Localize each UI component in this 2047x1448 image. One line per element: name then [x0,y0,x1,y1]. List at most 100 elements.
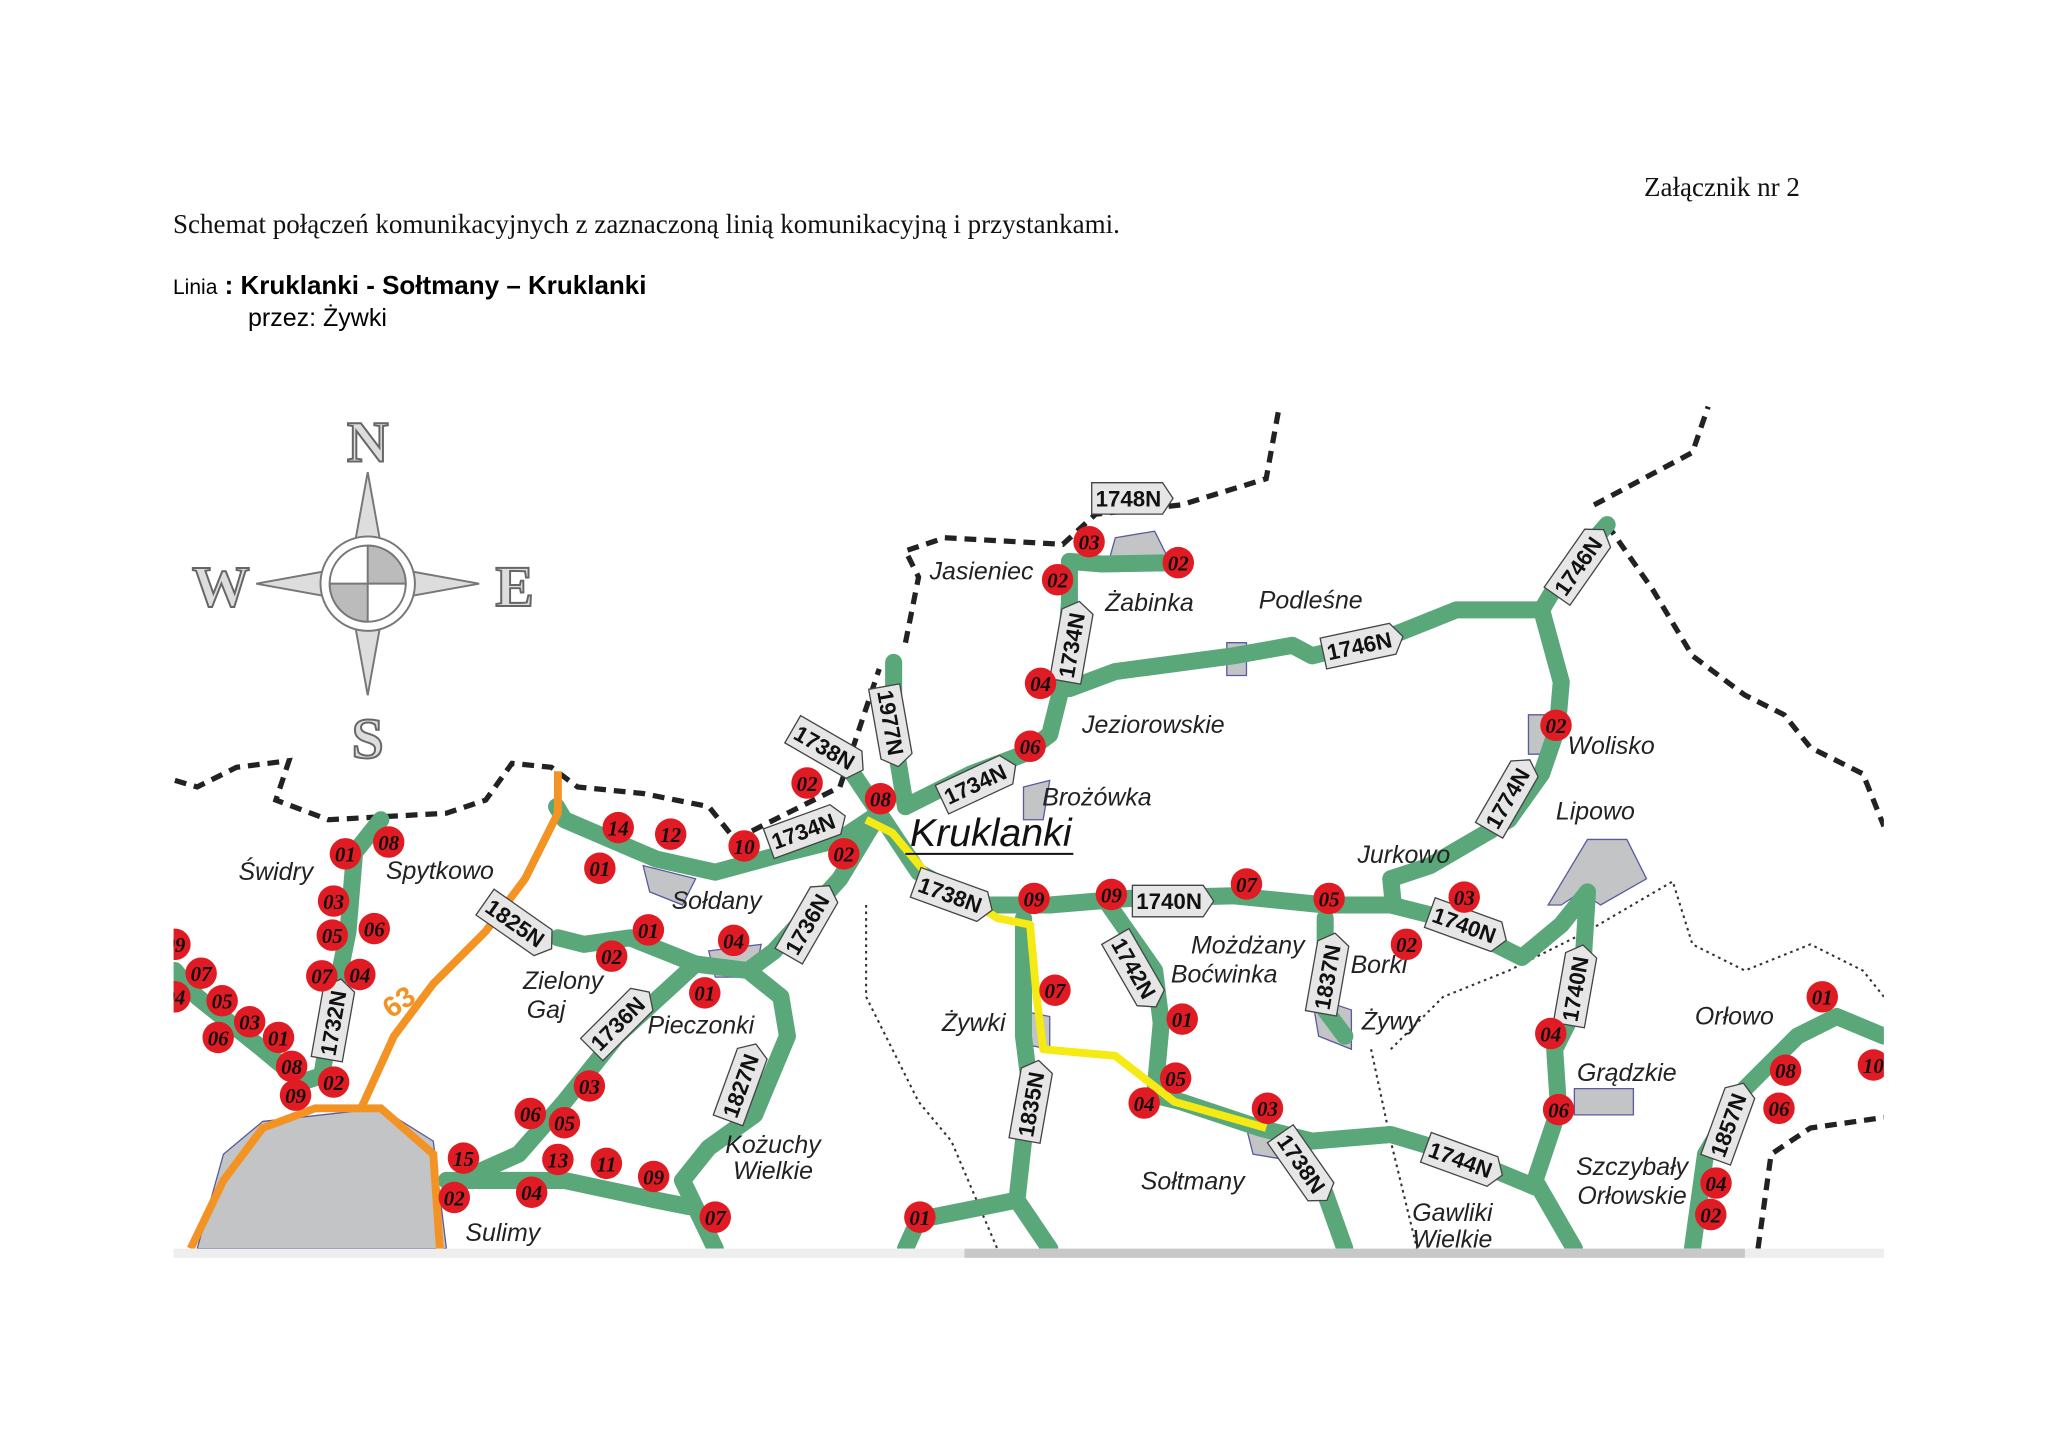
bus-stop-marker: 06 [1763,1092,1795,1125]
svg-text:10: 10 [734,835,755,859]
compass-e: E [495,556,533,619]
svg-text:09: 09 [285,1084,306,1108]
place-name: Boćwinka [1171,960,1278,988]
svg-text:1748N: 1748N [1096,486,1162,511]
bus-stop-marker: 03 [1448,881,1480,913]
bus-stop-marker: 02 [828,838,860,870]
svg-text:07: 07 [1044,979,1066,1003]
place-name: Gaj [527,996,567,1024]
road-label: 1857N [1700,1082,1756,1166]
svg-text:05: 05 [1319,887,1340,911]
place-name: Zielony [522,967,605,995]
place-name: Lipowo [1556,798,1635,826]
road-label: 1827N [712,1043,768,1127]
bus-stop-marker: 08 [275,1050,308,1083]
bus-stop-marker: 01 [1166,1003,1198,1035]
road-label: 1835N [1008,1059,1054,1144]
svg-text:08: 08 [378,831,399,855]
bus-stop-marker: 10 [728,830,760,862]
svg-text:01: 01 [1812,986,1833,1010]
place-name: Jeziorowskie [1081,711,1225,739]
svg-text:02: 02 [833,843,854,867]
svg-text:08: 08 [1775,1059,1796,1083]
svg-text:14: 14 [608,816,629,840]
bus-stop-marker: 03 [233,1005,266,1038]
line-name: Kruklanki - Sołtmany – Kruklanki [240,270,647,300]
bus-stop-marker: 06 [202,1021,234,1054]
place-name: Jurkowo [1356,841,1450,869]
road-label: 1740N [1131,884,1215,918]
svg-text:04: 04 [723,929,744,953]
svg-text:11: 11 [597,1152,617,1176]
svg-text:01: 01 [1172,1008,1193,1032]
bus-stop-marker: 03 [573,1070,606,1102]
svg-text:1740N: 1740N [1136,889,1202,914]
svg-text:03: 03 [1079,531,1100,555]
place-name: Sulimy [465,1219,541,1247]
bus-stop-marker: 03 [1251,1092,1284,1125]
bus-stop-marker: 07 [185,957,217,989]
place-name: Żywy [1361,1008,1422,1036]
place-name: Jasieniec [929,558,1034,586]
place-name: Sołdany [672,887,764,915]
compass-n: N [347,412,389,475]
place-name: Grądzkie [1577,1059,1677,1087]
svg-text:03: 03 [1454,886,1475,910]
scrollbar-thumb[interactable] [964,1248,1745,1258]
svg-text:05: 05 [322,924,343,948]
svg-text:04: 04 [521,1181,542,1205]
bus-stop-marker: 01 [689,977,721,1009]
bus-stop-marker: 03 [1073,525,1105,558]
place-name: Żywki [941,1009,1007,1037]
bus-stop-marker: 02 [1540,709,1572,742]
place-name: Gawliki [1412,1199,1494,1227]
bus-stop-marker: 06 [1542,1093,1575,1126]
bus-stop-marker: 14 [602,811,634,844]
line-via: przez: Żywki [248,304,387,332]
svg-text:04: 04 [1706,1172,1727,1196]
place-name: Wielkie [1412,1225,1492,1253]
road-label: 1748N [1091,482,1174,515]
bus-stop-marker: 02 [1162,546,1195,579]
line-prefix: Linia [173,276,218,299]
svg-text:01: 01 [909,1206,930,1230]
svg-text:07: 07 [1236,873,1258,897]
road-label: 1746N [1319,622,1404,670]
bus-stop-marker: 04 [515,1176,548,1208]
annex-label: Załącznik nr 2 [1644,172,1800,202]
road-label: 1734N [1048,600,1094,685]
bus-stop-marker: 12 [654,818,687,850]
bus-stop-marker: 09 [164,928,191,961]
svg-text:10: 10 [1863,1054,1884,1078]
svg-text:04: 04 [1030,672,1051,696]
bus-stop-marker: 07 [306,960,338,992]
bus-stop-marker: 10 [1857,1049,1884,1081]
svg-text:01: 01 [694,982,715,1006]
svg-text:04: 04 [164,986,185,1010]
place-name: Orłowskie [1577,1182,1686,1210]
svg-text:04: 04 [1540,1022,1561,1046]
bus-stop-marker: 06 [514,1097,547,1130]
national-road-number: 63 [377,980,422,1025]
road-label: 1740N [1552,944,1598,1029]
bus-stop-marker: 05 [548,1106,581,1139]
svg-text:03: 03 [323,890,344,914]
svg-text:07: 07 [705,1206,727,1230]
svg-text:02: 02 [1396,933,1417,957]
bus-stop-marker: 04 [717,924,750,957]
svg-text:07: 07 [311,965,333,989]
svg-text:03: 03 [579,1075,600,1099]
svg-text:08: 08 [281,1055,302,1079]
bus-stop-marker: 02 [317,1066,350,1098]
svg-text:02: 02 [323,1071,344,1095]
bus-stop-marker: 04 [1535,1017,1567,1050]
bus-stop-marker: 02 [1695,1198,1727,1231]
bus-route-line [864,816,1268,1132]
svg-text:05: 05 [554,1112,575,1136]
svg-text:06: 06 [1768,1097,1789,1121]
place-name: Wolisko [1568,732,1655,760]
svg-text:09: 09 [164,933,185,957]
